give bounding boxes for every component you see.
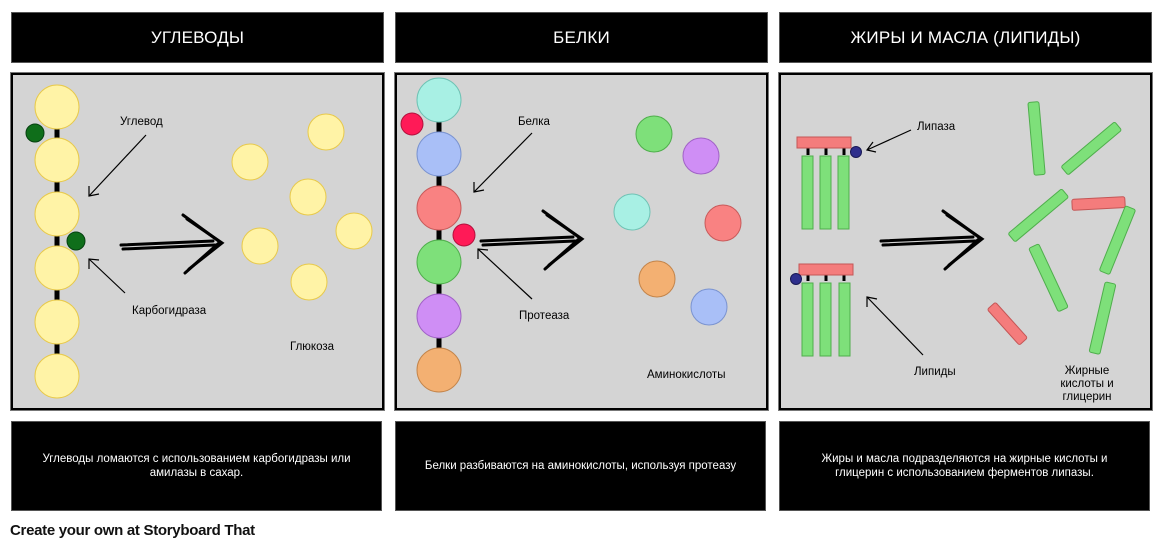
glycerol-bar bbox=[796, 136, 852, 149]
fatty-acid bbox=[1088, 281, 1117, 355]
glucose-products bbox=[231, 113, 373, 301]
protease-enzyme bbox=[452, 223, 476, 247]
diagram-lipids: Липаза Липиды Жирные кислоты и глицерин bbox=[790, 101, 1136, 403]
glucose-chain-unit bbox=[34, 299, 80, 345]
fatty-acid bbox=[1028, 243, 1069, 312]
label-amino-acids: Аминокислоты bbox=[647, 369, 725, 381]
glucose-molecule bbox=[289, 178, 327, 216]
glucose-chain-unit bbox=[34, 191, 80, 237]
amino-acid bbox=[682, 137, 720, 175]
amino-acid-unit bbox=[416, 131, 462, 177]
glycerol bbox=[1071, 196, 1126, 211]
scene-proteins: Белка Протеаза Аминокислоты bbox=[395, 73, 768, 410]
caption-lipids: Жиры и масла подразделяются на жирные ки… bbox=[779, 421, 1150, 511]
label-protein: Белка bbox=[518, 116, 551, 128]
glucose-chain-unit bbox=[34, 137, 80, 183]
label-products-line1: Жирные bbox=[1065, 365, 1109, 377]
amino-acid-unit bbox=[416, 347, 462, 393]
amino-acid-unit bbox=[416, 77, 462, 123]
carbohydrase-enzyme bbox=[25, 123, 45, 143]
fatty-acid bbox=[1027, 101, 1046, 176]
fatty-acid-bar bbox=[801, 155, 814, 230]
glucose-molecule bbox=[290, 263, 328, 301]
pointer-arrow-molecule bbox=[473, 132, 533, 193]
fatty-acid-bar bbox=[801, 282, 814, 357]
reaction-arrow bbox=[879, 209, 985, 271]
amino-acid bbox=[690, 288, 728, 326]
amino-acid bbox=[635, 115, 673, 153]
reaction-arrow bbox=[479, 209, 585, 271]
label-lipase: Липаза bbox=[917, 121, 956, 133]
fatty-acid bbox=[1099, 205, 1136, 275]
carbohydrate-chain bbox=[34, 84, 80, 399]
amino-acid-products bbox=[613, 115, 742, 326]
carbohydrase-enzyme bbox=[66, 231, 86, 251]
reaction-arrow bbox=[119, 213, 225, 275]
caption-proteins: Белки разбиваются на аминокислоты, испол… bbox=[395, 421, 766, 511]
pointer-arrow-enzyme bbox=[865, 129, 912, 153]
glucose-molecule bbox=[335, 212, 373, 250]
diagram-proteins: Белка Протеаза Аминокислоты bbox=[400, 77, 742, 393]
pointer-arrow-enzyme bbox=[88, 258, 126, 294]
pointer-arrow-enzyme bbox=[477, 248, 533, 300]
triglyceride-molecule bbox=[796, 136, 852, 230]
panel-title-proteins: БЕЛКИ bbox=[395, 12, 768, 63]
glucose-chain-unit bbox=[34, 353, 80, 399]
triglyceride-molecule bbox=[798, 263, 854, 357]
pointer-arrow-molecule bbox=[866, 296, 924, 356]
panel-title-carbohydrates: УГЛЕВОДЫ bbox=[11, 12, 384, 63]
lipase-enzyme bbox=[790, 273, 802, 285]
amino-acid-unit bbox=[416, 185, 462, 231]
label-carbohydrase: Карбогидраза bbox=[132, 305, 207, 317]
fatty-acid-bar bbox=[819, 282, 832, 357]
label-glucose: Глюкоза bbox=[290, 341, 335, 353]
label-protease: Протеаза bbox=[519, 310, 570, 322]
glucose-molecule bbox=[241, 227, 279, 265]
amino-acid-unit bbox=[416, 293, 462, 339]
glucose-molecule bbox=[307, 113, 345, 151]
diagram-carbohydrates: Углевод Карбогидраза Глюкоза bbox=[25, 84, 373, 399]
glucose-chain-unit bbox=[34, 84, 80, 130]
fatty-acid-bar bbox=[819, 155, 832, 230]
fatty-acid-bar bbox=[838, 282, 851, 357]
label-products-line2: кислоты и bbox=[1060, 378, 1113, 390]
label-products-line3: глицерин bbox=[1062, 391, 1111, 403]
footer-credit[interactable]: Create your own at Storyboard That bbox=[10, 522, 255, 539]
fatty-acid bbox=[1008, 188, 1069, 242]
protease-enzyme bbox=[400, 112, 424, 136]
panel-title-lipids: ЖИРЫ И МАСЛА (ЛИПИДЫ) bbox=[779, 12, 1152, 63]
protein-chain bbox=[416, 77, 462, 393]
label-lipids: Липиды bbox=[914, 366, 956, 378]
amino-acid bbox=[613, 193, 651, 231]
label-carbohydrate: Углевод bbox=[120, 116, 163, 128]
pointer-arrow-molecule bbox=[88, 134, 147, 197]
scene-carbohydrates: Углевод Карбогидраза Глюкоза bbox=[11, 73, 384, 410]
glucose-chain-unit bbox=[34, 245, 80, 291]
glycerol-bar bbox=[798, 263, 854, 276]
glycerol bbox=[987, 302, 1028, 345]
amino-acid bbox=[638, 260, 676, 298]
amino-acid bbox=[704, 204, 742, 242]
fatty-acid-bar bbox=[837, 155, 850, 230]
lipid-products bbox=[987, 101, 1136, 355]
lipase-enzyme bbox=[850, 146, 862, 158]
fatty-acid bbox=[1061, 121, 1122, 175]
glucose-molecule bbox=[231, 143, 269, 181]
amino-acid-unit bbox=[416, 239, 462, 285]
scene-lipids: Липаза Липиды Жирные кислоты и глицерин bbox=[779, 73, 1152, 410]
caption-carbohydrates: Углеводы ломаются с использованием карбо… bbox=[11, 421, 382, 511]
